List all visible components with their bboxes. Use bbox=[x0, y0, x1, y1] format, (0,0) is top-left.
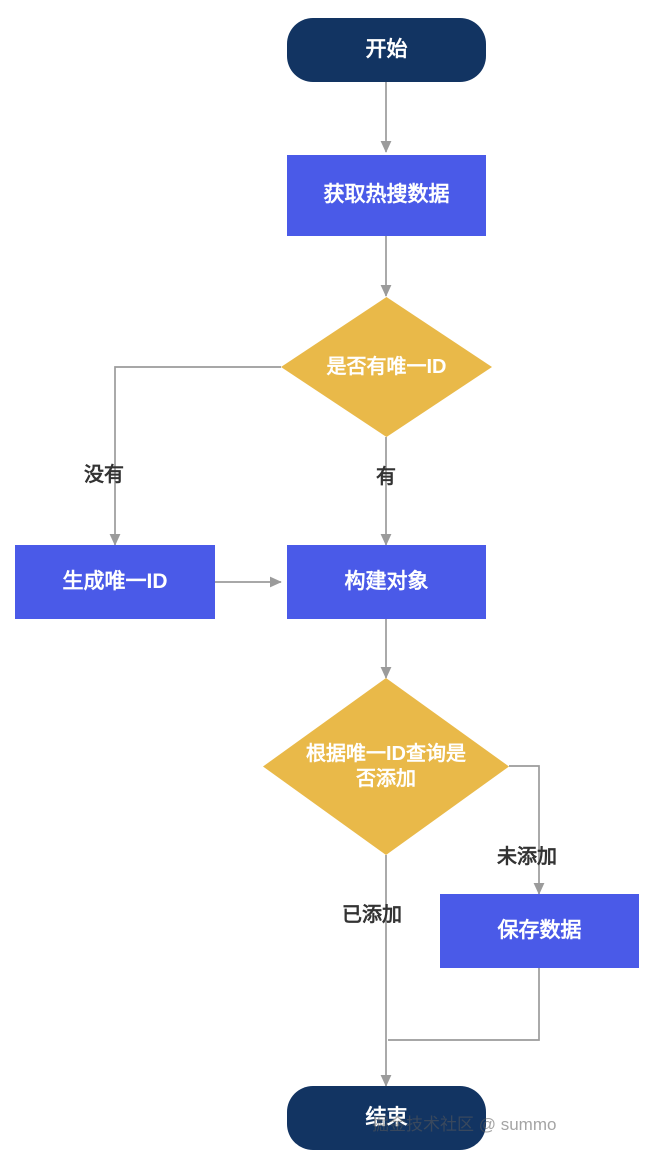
node-save-data-label: 保存数据 bbox=[497, 918, 582, 942]
node-end[interactable]: 结束 bbox=[287, 1086, 486, 1150]
diamond-shape-icon bbox=[263, 678, 509, 855]
node-query-if-added-label: 根据唯一ID查询是否添加 bbox=[306, 742, 466, 790]
node-has-unique-id-label: 是否有唯一ID bbox=[326, 355, 447, 378]
watermark: 掘金技术社区 @ summo bbox=[372, 1115, 557, 1134]
node-start-label: 开始 bbox=[365, 37, 408, 61]
node-fetch-hot-search[interactable]: 获取热搜数据 bbox=[287, 155, 486, 236]
edge-label-not-added: 未添加 bbox=[497, 846, 557, 868]
node-generate-unique-id-label: 生成唯一ID bbox=[62, 569, 168, 593]
edge-label-already-added: 已添加 bbox=[342, 904, 402, 926]
node-generate-unique-id[interactable]: 生成唯一ID bbox=[15, 545, 215, 619]
node-save-data[interactable]: 保存数据 bbox=[440, 894, 639, 968]
edge-label-no-id: 没有 bbox=[84, 464, 124, 486]
edge-save-to-end bbox=[388, 968, 540, 1041]
node-end-label: 结束 bbox=[365, 1105, 408, 1129]
edge-hasid-no-to-genid bbox=[109, 366, 281, 546]
node-start[interactable]: 开始 bbox=[287, 18, 486, 82]
node-fetch-hot-search-label: 获取热搜数据 bbox=[323, 183, 450, 207]
node-build-object[interactable]: 构建对象 bbox=[287, 545, 486, 619]
node-build-object-label: 构建对象 bbox=[344, 569, 429, 593]
edge-label-has-id: 有 bbox=[376, 466, 396, 488]
node-query-if-added[interactable]: 根据唯一ID查询是否添加 bbox=[263, 678, 509, 855]
diamond-shape-icon bbox=[281, 297, 492, 437]
node-has-unique-id[interactable]: 是否有唯一ID bbox=[281, 297, 492, 437]
edge-query-notadded-to-save bbox=[509, 765, 545, 895]
